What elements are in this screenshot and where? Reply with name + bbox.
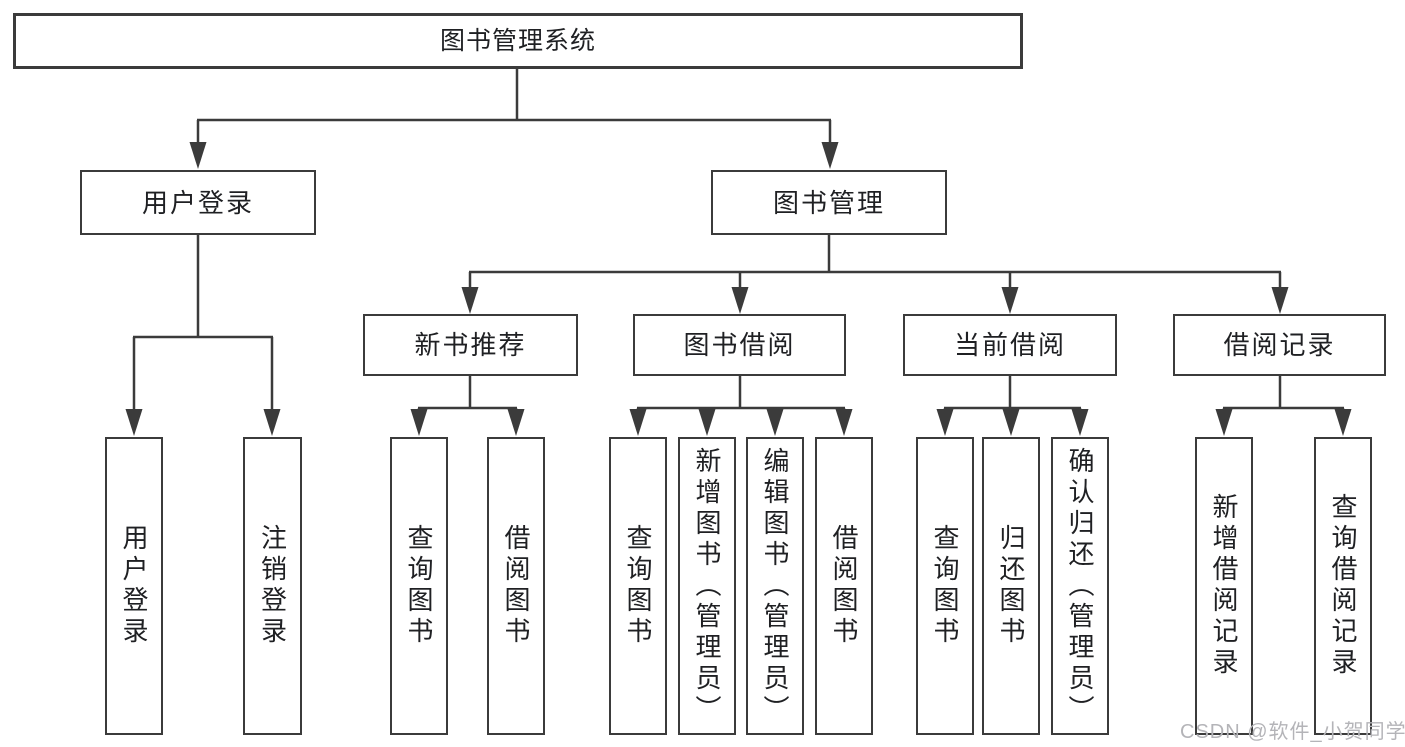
node-add-book-admin-label: 新增图书（管理员）: [692, 446, 722, 726]
node-query-borrow-record: 查询借阅记录: [1314, 437, 1372, 735]
node-query-books-borrowing: 查询图书: [609, 437, 667, 735]
node-query-borrow-record-label: 查询借阅记录: [1328, 493, 1358, 679]
arrowhead: [461, 287, 479, 314]
node-book-management-branch: 图书管理: [711, 170, 947, 235]
node-new-book-recommend: 新书推荐: [363, 314, 578, 376]
csdn-watermark: CSDN @软件_小贺同学: [1180, 721, 1405, 743]
arrowhead: [1002, 409, 1020, 436]
arrowhead: [629, 409, 647, 436]
node-borrowing-records: 借阅记录: [1173, 314, 1386, 376]
arrowhead: [821, 142, 839, 169]
arrowhead: [1271, 287, 1289, 314]
node-confirm-return-admin-label: 确认归还（管理员）: [1065, 446, 1095, 726]
node-library-management-system: 图书管理系统: [13, 13, 1023, 69]
arrowhead: [189, 142, 207, 169]
node-borrow-book-leaf-label: 借阅图书: [829, 524, 859, 648]
node-return-book: 归还图书: [982, 437, 1040, 735]
node-confirm-return-admin: 确认归还（管理员）: [1051, 437, 1109, 735]
node-edit-book-admin: 编辑图书（管理员）: [746, 437, 804, 735]
arrowhead: [507, 409, 525, 436]
arrowhead: [1001, 287, 1019, 314]
node-library-management-system-label: 图书管理系统: [439, 26, 596, 55]
node-add-borrow-record-label: 新增借阅记录: [1209, 493, 1239, 679]
node-logout-leaf: 注销登录: [243, 437, 302, 735]
node-query-books-borrowing-label: 查询图书: [623, 524, 653, 648]
arrowhead: [1334, 409, 1352, 436]
arrowhead: [410, 409, 428, 436]
node-edit-book-admin-label: 编辑图书（管理员）: [760, 446, 790, 726]
arrowhead: [936, 409, 954, 436]
node-borrow-books-recommend: 借阅图书: [487, 437, 545, 735]
node-user-login-leaf: 用户登录: [105, 437, 163, 735]
node-query-books-recommend-label: 查询图书: [404, 524, 434, 648]
node-add-borrow-record: 新增借阅记录: [1195, 437, 1253, 735]
arrowhead: [125, 409, 143, 436]
node-user-login-branch-label: 用户登录: [141, 187, 254, 218]
node-query-books-recommend: 查询图书: [390, 437, 448, 735]
arrowhead: [731, 287, 749, 314]
node-query-books-current: 查询图书: [916, 437, 974, 735]
arrowhead: [766, 409, 784, 436]
node-borrowing-records-label: 借阅记录: [1223, 330, 1336, 360]
node-current-borrowing: 当前借阅: [903, 314, 1117, 376]
arrowhead-group: [125, 142, 1352, 436]
node-query-books-current-label: 查询图书: [930, 524, 960, 648]
node-user-login-leaf-label: 用户登录: [119, 524, 149, 648]
node-user-login-branch: 用户登录: [80, 170, 316, 235]
node-book-management-branch-label: 图书管理: [772, 187, 885, 218]
arrowhead: [263, 409, 281, 436]
node-borrow-book-leaf: 借阅图书: [815, 437, 873, 735]
node-current-borrowing-label: 当前借阅: [953, 330, 1066, 360]
node-borrow-books-recommend-label: 借阅图书: [501, 524, 531, 648]
arrowhead: [1071, 409, 1089, 436]
arrowhead: [835, 409, 853, 436]
node-logout-leaf-label: 注销登录: [257, 524, 288, 648]
arrowhead: [698, 409, 716, 436]
node-book-borrowing: 图书借阅: [633, 314, 846, 376]
node-return-book-label: 归还图书: [996, 524, 1026, 648]
arrowhead: [1215, 409, 1233, 436]
node-new-book-recommend-label: 新书推荐: [414, 330, 527, 360]
node-add-book-admin: 新增图书（管理员）: [678, 437, 736, 735]
node-book-borrowing-label: 图书借阅: [683, 330, 796, 360]
